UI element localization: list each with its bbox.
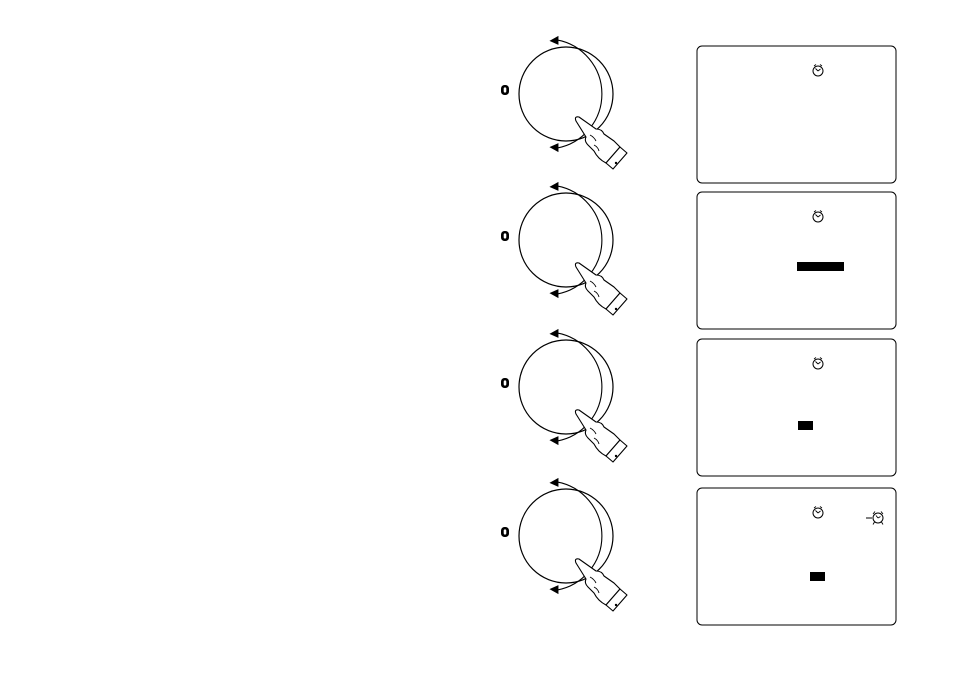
display-panel <box>697 192 896 329</box>
display-panel <box>697 488 896 625</box>
select-button-icon <box>501 231 509 241</box>
arrowhead-top <box>549 182 558 191</box>
select-button-icon <box>501 378 509 388</box>
knob-illustration[interactable] <box>501 36 627 169</box>
select-button-icon <box>501 527 509 537</box>
arrowhead-bottom <box>549 585 558 594</box>
selection-highlight <box>797 262 844 271</box>
display-panel <box>697 339 896 476</box>
arrowhead-bottom <box>549 289 558 298</box>
select-button-icon <box>501 85 509 95</box>
rotary-knob-icon[interactable] <box>519 340 613 434</box>
arrowhead-top <box>549 329 558 338</box>
step-1 <box>501 36 896 183</box>
rotary-knob-icon[interactable] <box>519 47 613 141</box>
display-frame <box>697 192 896 329</box>
rotary-knob-icon[interactable] <box>519 489 613 583</box>
arrowhead-bottom <box>549 143 558 152</box>
display-frame <box>697 488 896 625</box>
display-frame <box>697 339 896 476</box>
arrowhead-top <box>549 36 558 45</box>
display-panel <box>697 46 896 183</box>
step-3 <box>501 329 896 476</box>
arrowhead-bottom <box>549 436 558 445</box>
step-4 <box>501 478 896 625</box>
knob-illustration[interactable] <box>501 329 627 462</box>
knob-illustration[interactable] <box>501 182 627 315</box>
selection-highlight <box>810 572 825 581</box>
display-frame <box>697 46 896 183</box>
arrowhead-top <box>549 478 558 487</box>
rotary-knob-icon[interactable] <box>519 193 613 287</box>
knob-illustration[interactable] <box>501 478 627 611</box>
selection-highlight <box>798 421 813 430</box>
step-2 <box>501 182 896 329</box>
